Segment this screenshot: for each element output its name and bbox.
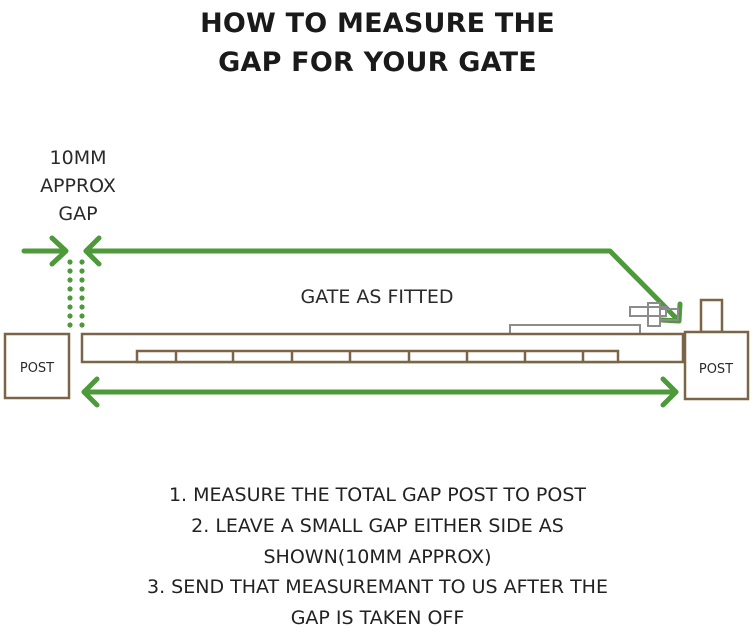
gap-label-line-2: APPROX [40,175,116,197]
latch-hardware [509,302,679,336]
instruction-step-2-line-1: 2. LEAVE A SMALL GAP EITHER SIDE AS [191,514,564,537]
right-post-cap [699,298,724,334]
instruction-step-3-line-1: 3. SEND THAT MEASUREMANT TO US AFTER THE [147,576,608,599]
arrow-left-icon [83,235,683,324]
double-arrow-icon [81,376,679,408]
right-post-label: POST [699,362,733,377]
left-post-label: POST [20,361,54,376]
title-line-1: HOW TO MEASURE THE [200,8,555,39]
gate-body [80,332,685,364]
page-title: HOW TO MEASURE THE GAP FOR YOUR GATE [0,4,755,82]
arrow-right-icon [21,235,69,267]
title-line-2: GAP FOR YOUR GATE [218,47,537,78]
instruction-step-2-line-2: SHOWN(10MM APPROX) [263,545,492,568]
gate-label: GATE AS FITTED [300,286,453,308]
gap-label-line-3: GAP [58,203,97,225]
dotted-line-icon [67,259,85,328]
instruction-step-3-line-2: GAP IS TAKEN OFF [290,607,465,630]
gap-label-line-1: 10MM [50,147,107,169]
instructions: 1. MEASURE THE TOTAL GAP POST TO POST 2.… [0,480,755,634]
instruction-step-1: 1. MEASURE THE TOTAL GAP POST TO POST [168,484,587,506]
left-post: POST [3,332,71,400]
right-post: POST [683,330,750,401]
